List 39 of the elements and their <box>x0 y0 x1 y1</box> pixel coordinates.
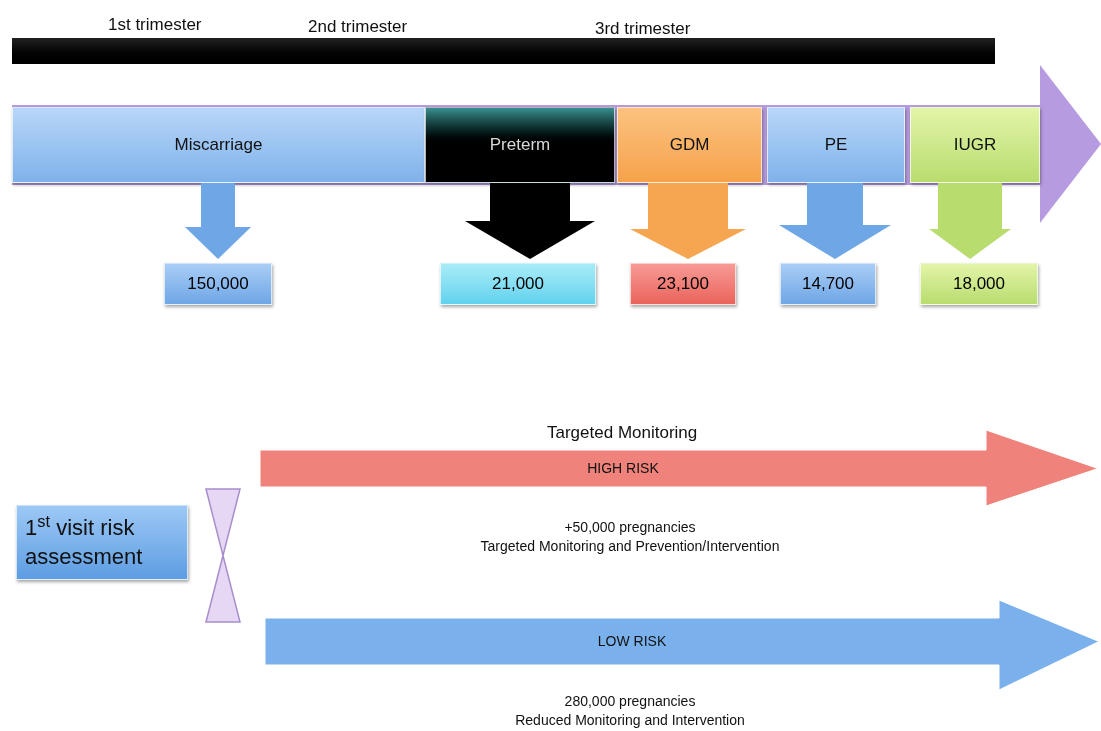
arrow-note: Targeted Monitoring and Prevention/Intervention <box>480 537 780 556</box>
assessment-box <box>16 505 188 580</box>
node-label: PE <box>824 134 848 157</box>
node-label: 21,000 <box>492 273 544 296</box>
node-label: Miscarriage <box>174 134 263 157</box>
node-label: 1$^{st}$ visit risk assessment <box>24 513 144 571</box>
arrow-note: Reduced Monitoring and Intervention <box>515 711 745 730</box>
risk-label: LOW RISK <box>597 632 667 651</box>
count-box <box>920 263 1038 305</box>
trimester-label: 3rd trimester <box>595 18 691 40</box>
node-label: 14,700 <box>802 273 854 296</box>
timeline-segment <box>767 107 905 183</box>
down-arrow <box>185 183 251 259</box>
node-label: 23,100 <box>657 273 709 296</box>
down-arrow <box>465 183 595 259</box>
node-label: 150,000 <box>187 273 249 296</box>
arrow-note: 280,000 pregnancies <box>564 692 696 711</box>
timeline-segment <box>12 107 425 183</box>
arrow-note: +50,000 pregnancies <box>564 518 696 537</box>
node-label: 18,000 <box>953 273 1005 296</box>
timeline-segment <box>425 107 615 183</box>
timeline-bar <box>12 38 995 64</box>
trimester-label: 1st trimester <box>108 14 202 36</box>
count-box <box>440 263 596 305</box>
node-label: GDM <box>669 134 710 157</box>
count-box <box>630 263 736 305</box>
timeline-segment <box>617 107 762 183</box>
down-arrow <box>779 183 891 259</box>
hourglass-shape <box>205 488 241 623</box>
down-arrow <box>630 183 746 259</box>
node-label: IUGR <box>953 134 997 157</box>
count-box <box>164 263 272 305</box>
node-label: Preterm <box>489 134 551 157</box>
arrow-heading: Targeted Monitoring <box>547 422 698 444</box>
down-arrow <box>929 183 1011 259</box>
timeline-segment <box>910 107 1040 183</box>
count-box <box>780 263 876 305</box>
risk-label: HIGH RISK <box>587 459 659 478</box>
trimester-label: 2nd trimester <box>308 16 408 38</box>
